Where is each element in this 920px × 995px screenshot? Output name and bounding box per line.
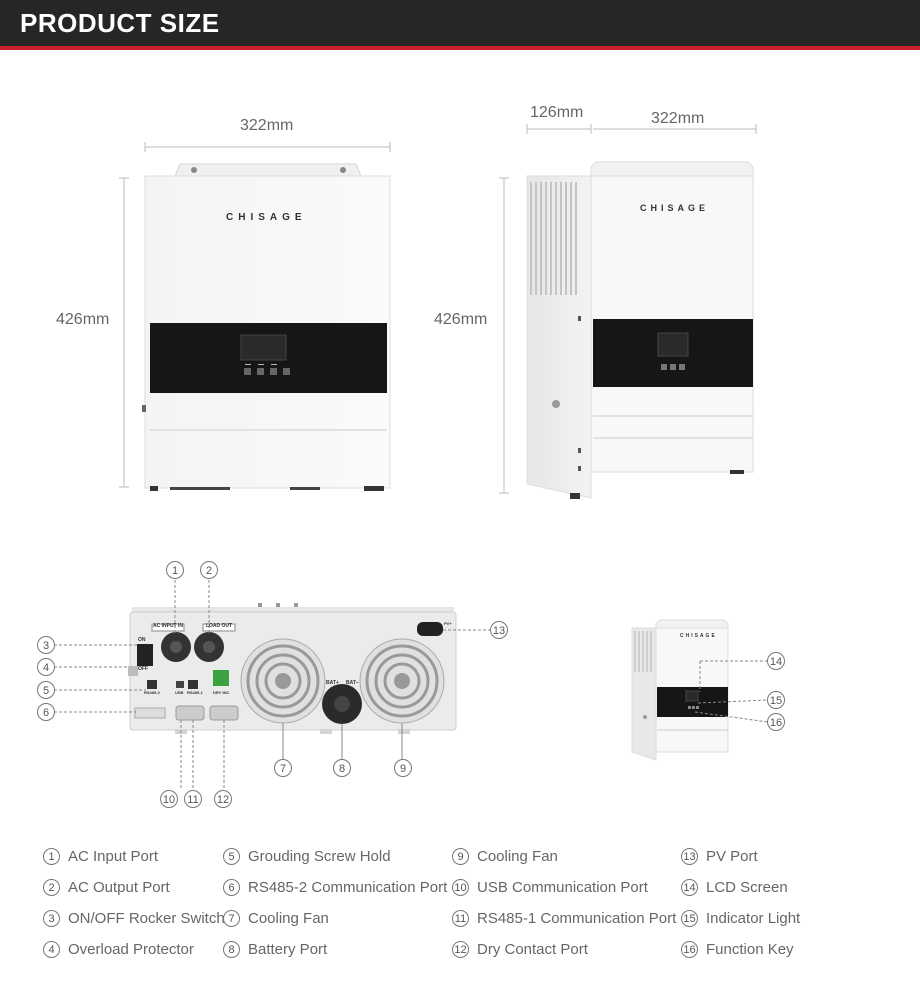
rs485-1-label: RS485-1	[187, 690, 203, 695]
rs485-2-label: RS485-2	[144, 690, 160, 695]
legend-item: 2 AC Output Port	[43, 877, 170, 897]
legend-num: 4	[43, 940, 60, 958]
callout-12: 12	[214, 790, 232, 808]
legend-label: Dry Contact Port	[477, 940, 588, 958]
legend-label: PV Port	[706, 847, 758, 865]
legend-label: RS485-1 Communication Port	[477, 909, 677, 927]
side-view	[499, 124, 757, 499]
small-view	[631, 619, 769, 761]
legend-label: LCD Screen	[706, 878, 788, 896]
legend-item: 12 Dry Contact Port	[452, 939, 588, 959]
legend-num: 10	[452, 878, 469, 896]
legend-label: Cooling Fan	[477, 847, 558, 865]
callout-8: 8	[333, 759, 351, 777]
callout-6: 6	[37, 703, 55, 721]
legend-label: RS485-2 Communication Port	[248, 878, 448, 896]
legend-num: 12	[452, 940, 469, 958]
legend-num: 6	[223, 878, 240, 896]
legend-item: 8 Battery Port	[223, 939, 327, 959]
cooling-fan-left	[240, 638, 326, 724]
callout-2: 2	[200, 561, 218, 579]
legend-label: Overload Protector	[68, 940, 194, 958]
legend-num: 7	[223, 909, 240, 927]
bat-plus-label: BAT+	[326, 680, 339, 686]
legend-item: 16 Function Key	[681, 939, 794, 959]
side-height-label: 426mm	[434, 311, 488, 328]
legend-item: 10 USB Communication Port	[452, 877, 648, 897]
front-brand-logo: CHISAGE	[226, 212, 307, 223]
legend-label: Battery Port	[248, 940, 328, 958]
usb-label: USB	[175, 690, 184, 695]
callout-16: 16	[767, 713, 785, 731]
legend-item: 13 PV Port	[681, 846, 758, 866]
cooling-fan-right	[359, 638, 445, 724]
legend-label: ON/OFF Rocker Switch	[68, 909, 225, 927]
pv-label: PV+	[444, 621, 452, 626]
callout-3: 3	[37, 636, 55, 654]
legend-num: 5	[223, 847, 240, 865]
legend-item: 1 AC Input Port	[43, 846, 158, 866]
small-brand-logo: CHISAGE	[680, 633, 717, 639]
legend-item: 3 ON/OFF Rocker Switch	[43, 908, 225, 928]
callout-4: 4	[37, 658, 55, 676]
callout-11: 11	[184, 790, 202, 808]
legend-label: Cooling Fan	[248, 909, 329, 927]
page-header: PRODUCT SIZE	[0, 0, 920, 50]
callout-7: 7	[274, 759, 292, 777]
front-view	[119, 142, 391, 491]
legend-num: 8	[223, 940, 240, 958]
legend-num: 2	[43, 878, 60, 896]
side-width-label: 322mm	[651, 110, 705, 127]
callout-14: 14	[767, 652, 785, 670]
legend-label: Function Key	[706, 940, 794, 958]
page-title: PRODUCT SIZE	[20, 8, 220, 38]
legend-item: 9 Cooling Fan	[452, 846, 558, 866]
ac-input-label: AC INPUT IN	[153, 623, 183, 629]
legend-item: 14 LCD Screen	[681, 877, 788, 897]
legend-item: 4 Overload Protector	[43, 939, 194, 959]
legend-item: 6 RS485-2 Communication Port	[223, 877, 447, 897]
callout-10: 10	[160, 790, 178, 808]
front-width-label: 322mm	[240, 117, 294, 134]
legend-num: 16	[681, 940, 698, 958]
callout-1: 1	[166, 561, 184, 579]
side-brand-logo: CHISAGE	[640, 203, 710, 213]
side-depth-label: 126mm	[530, 104, 584, 121]
bottom-view	[54, 580, 490, 790]
legend-label: Grouding Screw Hold	[248, 847, 391, 865]
ac-output-label: LOAD OUT	[205, 623, 233, 629]
legend-num: 3	[43, 909, 60, 927]
legend-item: 7 Cooling Fan	[223, 908, 329, 928]
legend-num: 9	[452, 847, 469, 865]
on-label: ON	[138, 637, 146, 643]
callout-13: 13	[490, 621, 508, 639]
legend-item: 11 RS485-1 Communication Port	[452, 908, 676, 928]
header-accent-line	[0, 46, 920, 50]
legend-item: 15 Indicator Light	[681, 908, 800, 928]
legend-num: 11	[452, 909, 469, 927]
legend-label: AC Output Port	[68, 878, 170, 896]
legend-label: AC Input Port	[68, 847, 159, 865]
front-height-label: 426mm	[56, 311, 110, 328]
legend-num: 14	[681, 878, 698, 896]
legend-item: 5 Grouding Screw Hold	[223, 846, 391, 866]
callout-5: 5	[37, 681, 55, 699]
callout-15: 15	[767, 691, 785, 709]
callout-9: 9	[394, 759, 412, 777]
legend-num: 1	[43, 847, 60, 865]
legend-label: Indicator Light	[706, 909, 801, 927]
bat-minus-label: BAT−	[346, 680, 359, 686]
legend-label: USB Communication Port	[477, 878, 648, 896]
legend-num: 13	[681, 847, 698, 865]
off-label: OFF	[138, 666, 148, 672]
legend-num: 15	[681, 909, 698, 927]
dry-contact-label: DRY INC	[213, 690, 230, 695]
